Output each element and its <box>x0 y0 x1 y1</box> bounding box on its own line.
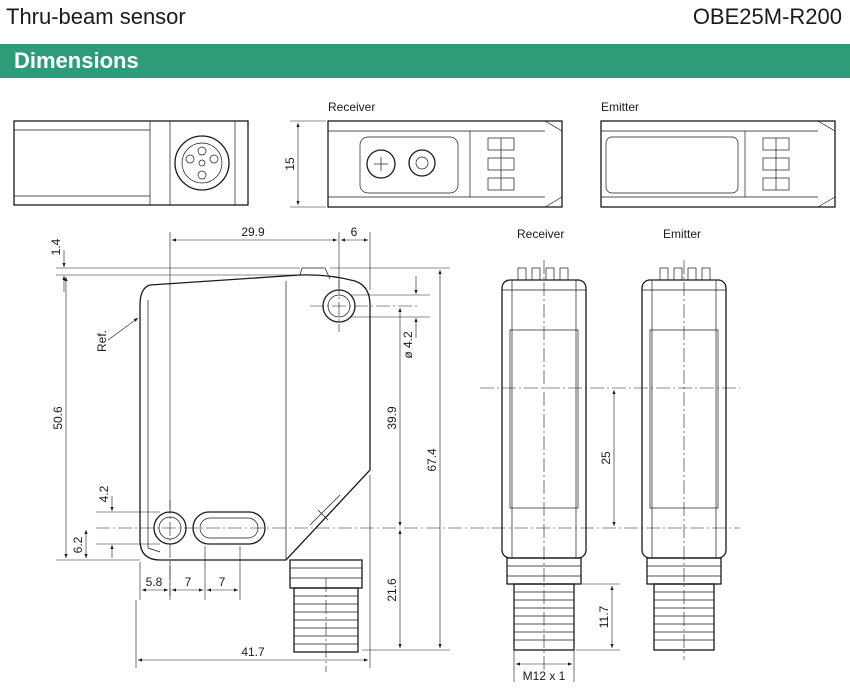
dim-25: 25 <box>599 451 613 465</box>
dim-5-8: 5.8 <box>146 575 163 589</box>
dim-7b: 7 <box>219 575 226 589</box>
front-emitter-view: Emitter <box>480 227 740 660</box>
front-receiver-view: Receiver M12 x 1 <box>501 227 587 683</box>
thread-icon <box>293 587 359 653</box>
front-view-dimensions: 25 11.7 <box>576 390 620 651</box>
dim-29-9: 29.9 <box>241 225 265 239</box>
connector-pins-icon <box>174 135 230 191</box>
top-receiver-view: Receiver 15 <box>283 100 563 208</box>
top-emitter-view: Emitter <box>600 100 836 208</box>
dim-6: 6 <box>351 225 358 239</box>
dim-hole-dia: ø 4.2 <box>401 331 415 359</box>
dim-4-2-small: 4.2 <box>97 485 111 502</box>
led-indicator-icon <box>408 149 436 177</box>
dim-15: 15 <box>283 157 297 171</box>
top-emitter-label: Emitter <box>601 100 639 114</box>
emitter-terminal-icon <box>762 137 790 191</box>
dim-1-4: 1.4 <box>49 238 63 255</box>
main-side-view: Ref. 29.9 6 1.4 50.6 4.2 6.2 ø 4.2 <box>49 225 740 672</box>
top-side-view <box>13 120 249 206</box>
top-receiver-label: Receiver <box>328 100 375 114</box>
dim-7a: 7 <box>185 575 192 589</box>
section-title: Dimensions <box>14 48 139 73</box>
document-title: Thru-beam sensor <box>6 4 186 29</box>
section-banner: Dimensions <box>0 44 850 78</box>
ref-label: Ref. <box>95 330 109 352</box>
dim-thread: M12 x 1 <box>523 669 566 683</box>
dim-50-6: 50.6 <box>51 406 65 430</box>
dim-67-4: 67.4 <box>425 448 439 472</box>
front-emitter-label: Emitter <box>663 227 701 241</box>
receiver-terminal-icon <box>487 137 515 191</box>
dim-21-6: 21.6 <box>385 578 399 602</box>
dim-6-2: 6.2 <box>71 536 85 553</box>
adjustment-screw-icon <box>366 149 396 179</box>
front-receiver-label: Receiver <box>517 227 564 241</box>
dim-41-7: 41.7 <box>241 645 265 659</box>
dim-11-7: 11.7 <box>597 605 611 628</box>
dim-39-9: 39.9 <box>385 406 399 430</box>
model-number: OBE25M-R200 <box>692 4 842 29</box>
